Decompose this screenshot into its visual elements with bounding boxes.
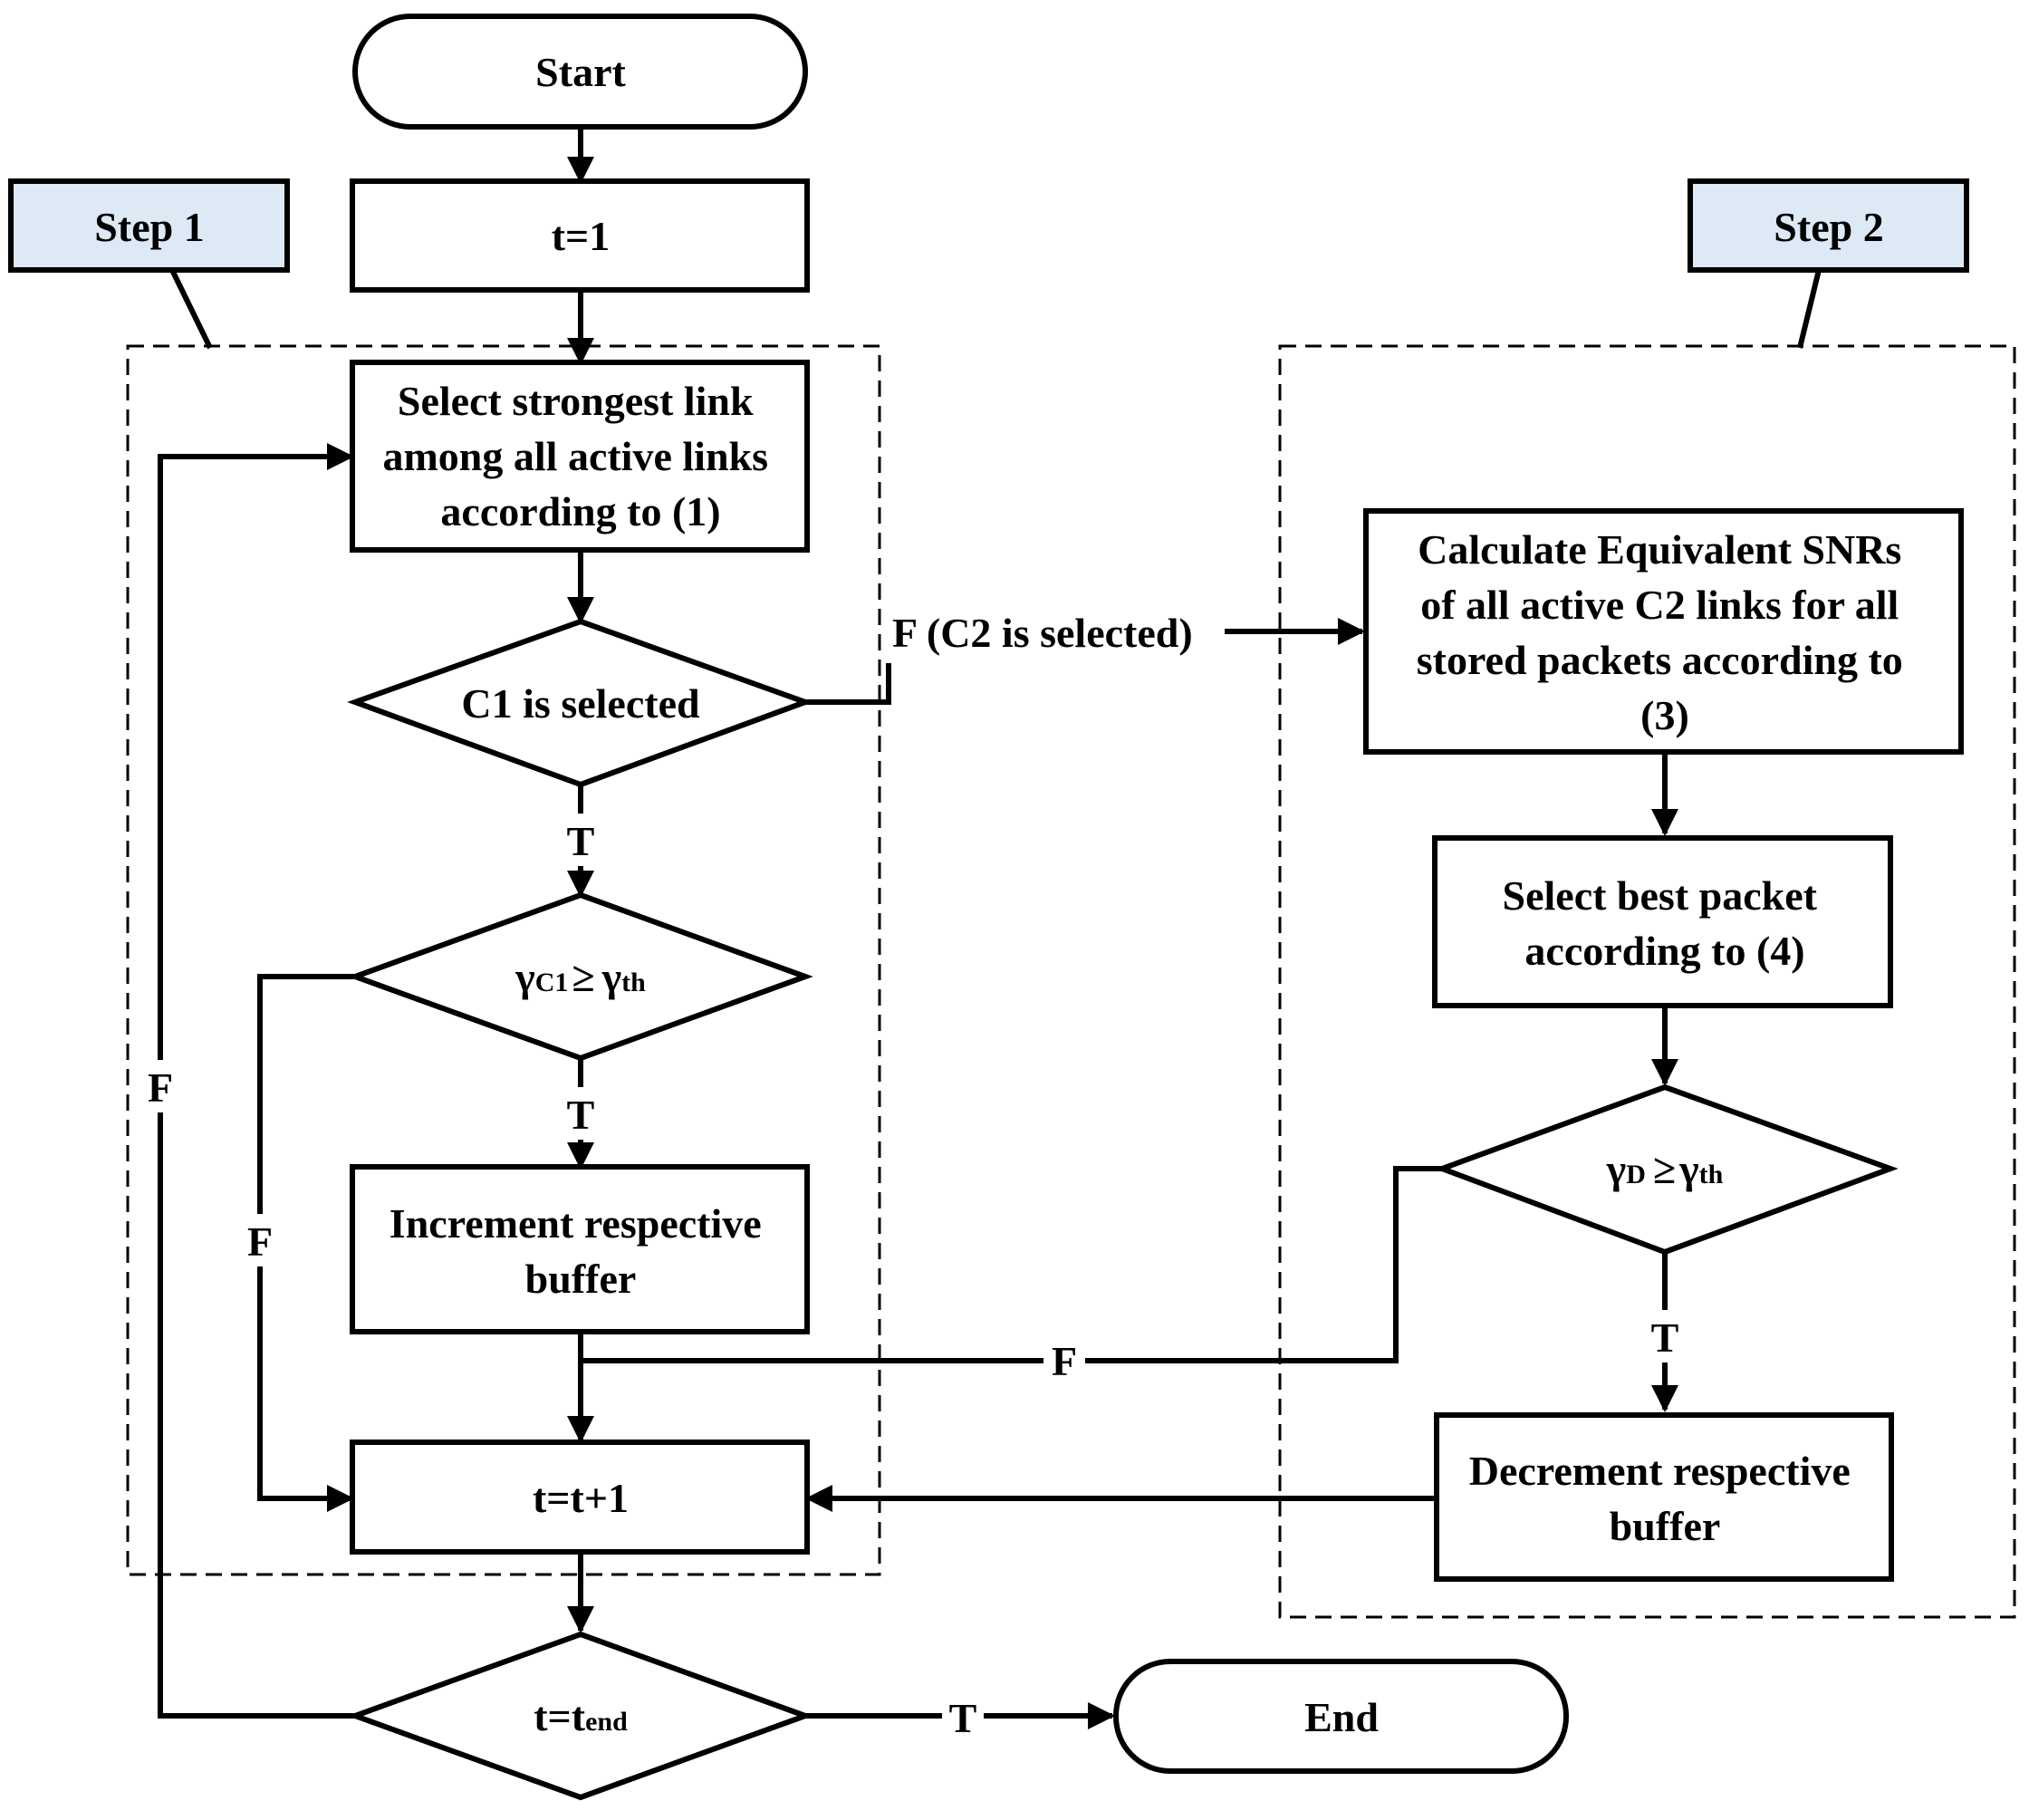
step2-label: Step 2 xyxy=(1774,204,1883,250)
c1-selected-label: C1 is selected xyxy=(461,680,700,727)
select-packet-box xyxy=(1432,835,1893,1008)
select-packet-line-2: according to (4) xyxy=(1524,928,1804,974)
gamma-c1-label: γC1≥γth xyxy=(514,954,646,1000)
init-box xyxy=(350,178,810,293)
select-link-line-1: Select strongest link xyxy=(398,378,754,424)
select-link-line-3: according to (1) xyxy=(440,488,720,534)
label-loop-false: F xyxy=(148,1064,173,1111)
t-end-decision xyxy=(347,1631,813,1801)
decrement-line-1: Decrement respective xyxy=(1469,1448,1851,1494)
select-link-label: Select strongest link among all active l… xyxy=(382,378,778,534)
label-c2-selected: F (C2 is selected) xyxy=(892,610,1193,656)
label-gammad-false: F xyxy=(1052,1338,1077,1384)
init-label: t=1 xyxy=(552,213,611,259)
label-gammac1-true: T xyxy=(567,1092,595,1138)
gamma-d-decision xyxy=(1434,1083,1899,1256)
t-end-label: t=tend xyxy=(534,1693,628,1739)
select-link-line-2: among all active links xyxy=(382,433,768,479)
decrement-line-2: buffer xyxy=(1610,1503,1721,1549)
end-terminal xyxy=(1113,1659,1569,1774)
c1-selected-decision xyxy=(347,618,813,788)
step2-connector xyxy=(1797,269,1822,349)
step2-tag xyxy=(1688,178,1969,273)
decrement-label: Decrement respective buffer xyxy=(1469,1448,1861,1549)
edge-c1-false xyxy=(805,663,891,705)
calc-snr-box xyxy=(1363,508,1964,755)
label-gammad-true: T xyxy=(1651,1314,1679,1361)
decrement-box xyxy=(1434,1412,1894,1582)
calc-snr-label: Calculate Equivalent SNRs of all active … xyxy=(1417,526,1914,738)
label-end-true: T xyxy=(949,1695,977,1741)
calc-snr-line-3: stored packets according to xyxy=(1417,637,1903,683)
label-c1-true: T xyxy=(567,818,595,864)
label-gammac1-false: F xyxy=(247,1218,273,1265)
step1-tag xyxy=(8,178,290,273)
step1-label: Step 1 xyxy=(94,204,204,250)
start-label: Start xyxy=(535,49,626,95)
calc-snr-line-2: of all active C2 links for all xyxy=(1420,582,1899,628)
increment-line-2: buffer xyxy=(525,1256,637,1302)
increment-box xyxy=(350,1164,810,1334)
calc-snr-line-4: (3) xyxy=(1640,692,1689,738)
calc-snr-line-1: Calculate Equivalent SNRs xyxy=(1418,526,1901,573)
select-packet-line-1: Select best packet xyxy=(1503,872,1818,919)
increment-label: Increment respective buffer xyxy=(389,1200,772,1302)
select-packet-label: Select best packet according to (4) xyxy=(1503,872,1828,974)
start-terminal xyxy=(352,14,808,130)
edge-gammad-false xyxy=(581,1166,1442,1363)
t-increment-box xyxy=(350,1440,810,1555)
t-increment-label: t=t+1 xyxy=(533,1475,629,1521)
gamma-d-label: γD≥γth xyxy=(1606,1146,1724,1192)
select-link-box xyxy=(350,360,810,553)
end-label: End xyxy=(1304,1694,1379,1740)
step2-region xyxy=(1278,344,2016,1619)
step1-connector xyxy=(169,268,213,350)
gamma-c1-decision xyxy=(347,891,813,1062)
increment-line-1: Increment respective xyxy=(389,1200,762,1247)
